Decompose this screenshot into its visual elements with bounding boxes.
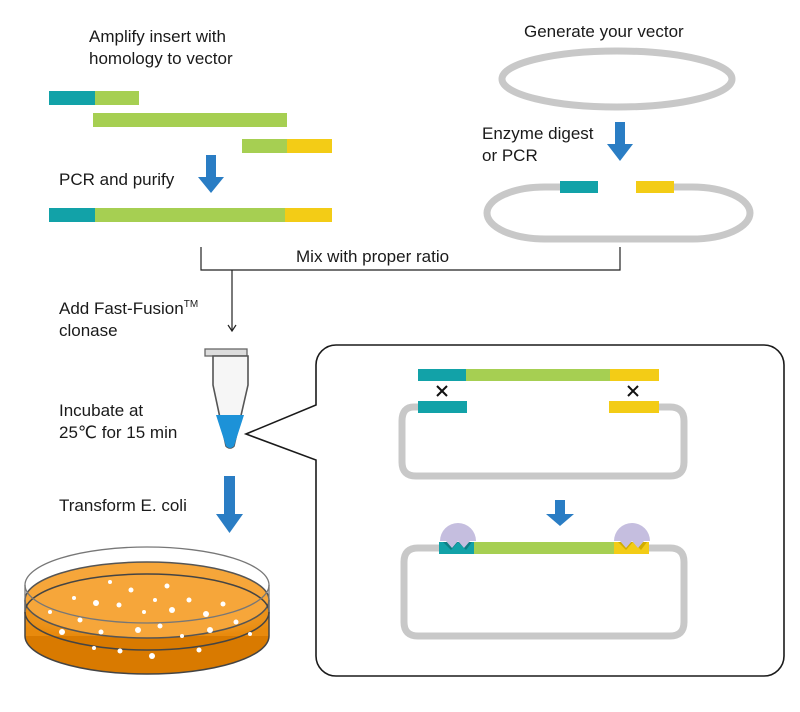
add-clonase-label: Add Fast-FusionTM clonase — [59, 294, 198, 342]
transform-label: Transform E. coli — [59, 495, 187, 517]
tube-icon — [204, 348, 249, 449]
generate-vector-text: Generate your vector — [524, 22, 684, 41]
pcr-product-yellow — [285, 208, 332, 222]
linearized-vector — [483, 181, 754, 243]
vector-end-yellow — [636, 181, 674, 193]
pcr-product-teal — [49, 208, 95, 222]
callout-vector-end-teal — [418, 401, 467, 413]
amplify-label-line2: homology to vector — [89, 49, 233, 68]
circular-vector-icon — [498, 47, 736, 111]
amplify-label: Amplify insert with homology to vector — [89, 26, 233, 70]
callout-insert — [418, 369, 659, 381]
callout-insert-green — [466, 369, 610, 381]
fragment-3-green — [242, 139, 287, 153]
add-clonase-line2: clonase — [59, 321, 118, 340]
bacterial-colonies — [48, 580, 252, 659]
enzyme-digest-line2: or PCR — [482, 146, 538, 165]
mix-ratio-text: Mix with proper ratio — [296, 247, 450, 266]
petri-dish-icon — [24, 546, 270, 675]
fragment-1-teal — [49, 91, 95, 105]
callout-insert-yellow — [610, 369, 659, 381]
callout-box — [243, 344, 785, 677]
transform-text: Transform E. coli — [59, 496, 187, 515]
callout-arrow-icon — [546, 500, 574, 526]
fragment-2-green — [93, 113, 287, 127]
mix-ratio-label: Mix with proper ratio — [296, 246, 449, 268]
incubate-line2: 25℃ for 15 min — [59, 423, 178, 442]
fused-green — [474, 542, 614, 554]
enzyme-digest-line1: Enzyme digest — [482, 124, 594, 143]
pcr-product — [49, 208, 332, 222]
enzyme-arrow-icon — [607, 122, 633, 161]
pcr-purify-text: PCR and purify — [59, 170, 175, 189]
pcr-product-green — [95, 208, 285, 222]
fragment-3-yellow — [287, 139, 332, 153]
insert-fragments — [49, 91, 332, 153]
pcr-arrow-icon — [198, 155, 224, 193]
trademark-superscript: TM — [183, 299, 199, 310]
x-mark-icon — [436, 385, 639, 397]
callout-insert-teal — [418, 369, 466, 381]
generate-vector-label: Generate your vector — [524, 21, 684, 43]
add-clonase-line1: Add Fast-Fusion — [59, 299, 184, 318]
enzyme-icon — [440, 523, 650, 548]
callout-open-vector — [398, 401, 688, 480]
pcr-purify-label: PCR and purify — [59, 169, 174, 191]
incubate-label: Incubate at 25℃ for 15 min — [59, 400, 177, 444]
amplify-label-line1: Amplify insert with — [89, 27, 226, 46]
vector-end-teal — [560, 181, 598, 193]
enzyme-digest-label: Enzyme digest or PCR — [482, 123, 594, 167]
mix-bracket — [200, 247, 621, 333]
callout-vector-end-yellow — [609, 401, 659, 413]
transform-arrow-icon — [216, 476, 243, 533]
fragment-1-green — [95, 91, 139, 105]
incubate-line1: Incubate at — [59, 401, 144, 420]
